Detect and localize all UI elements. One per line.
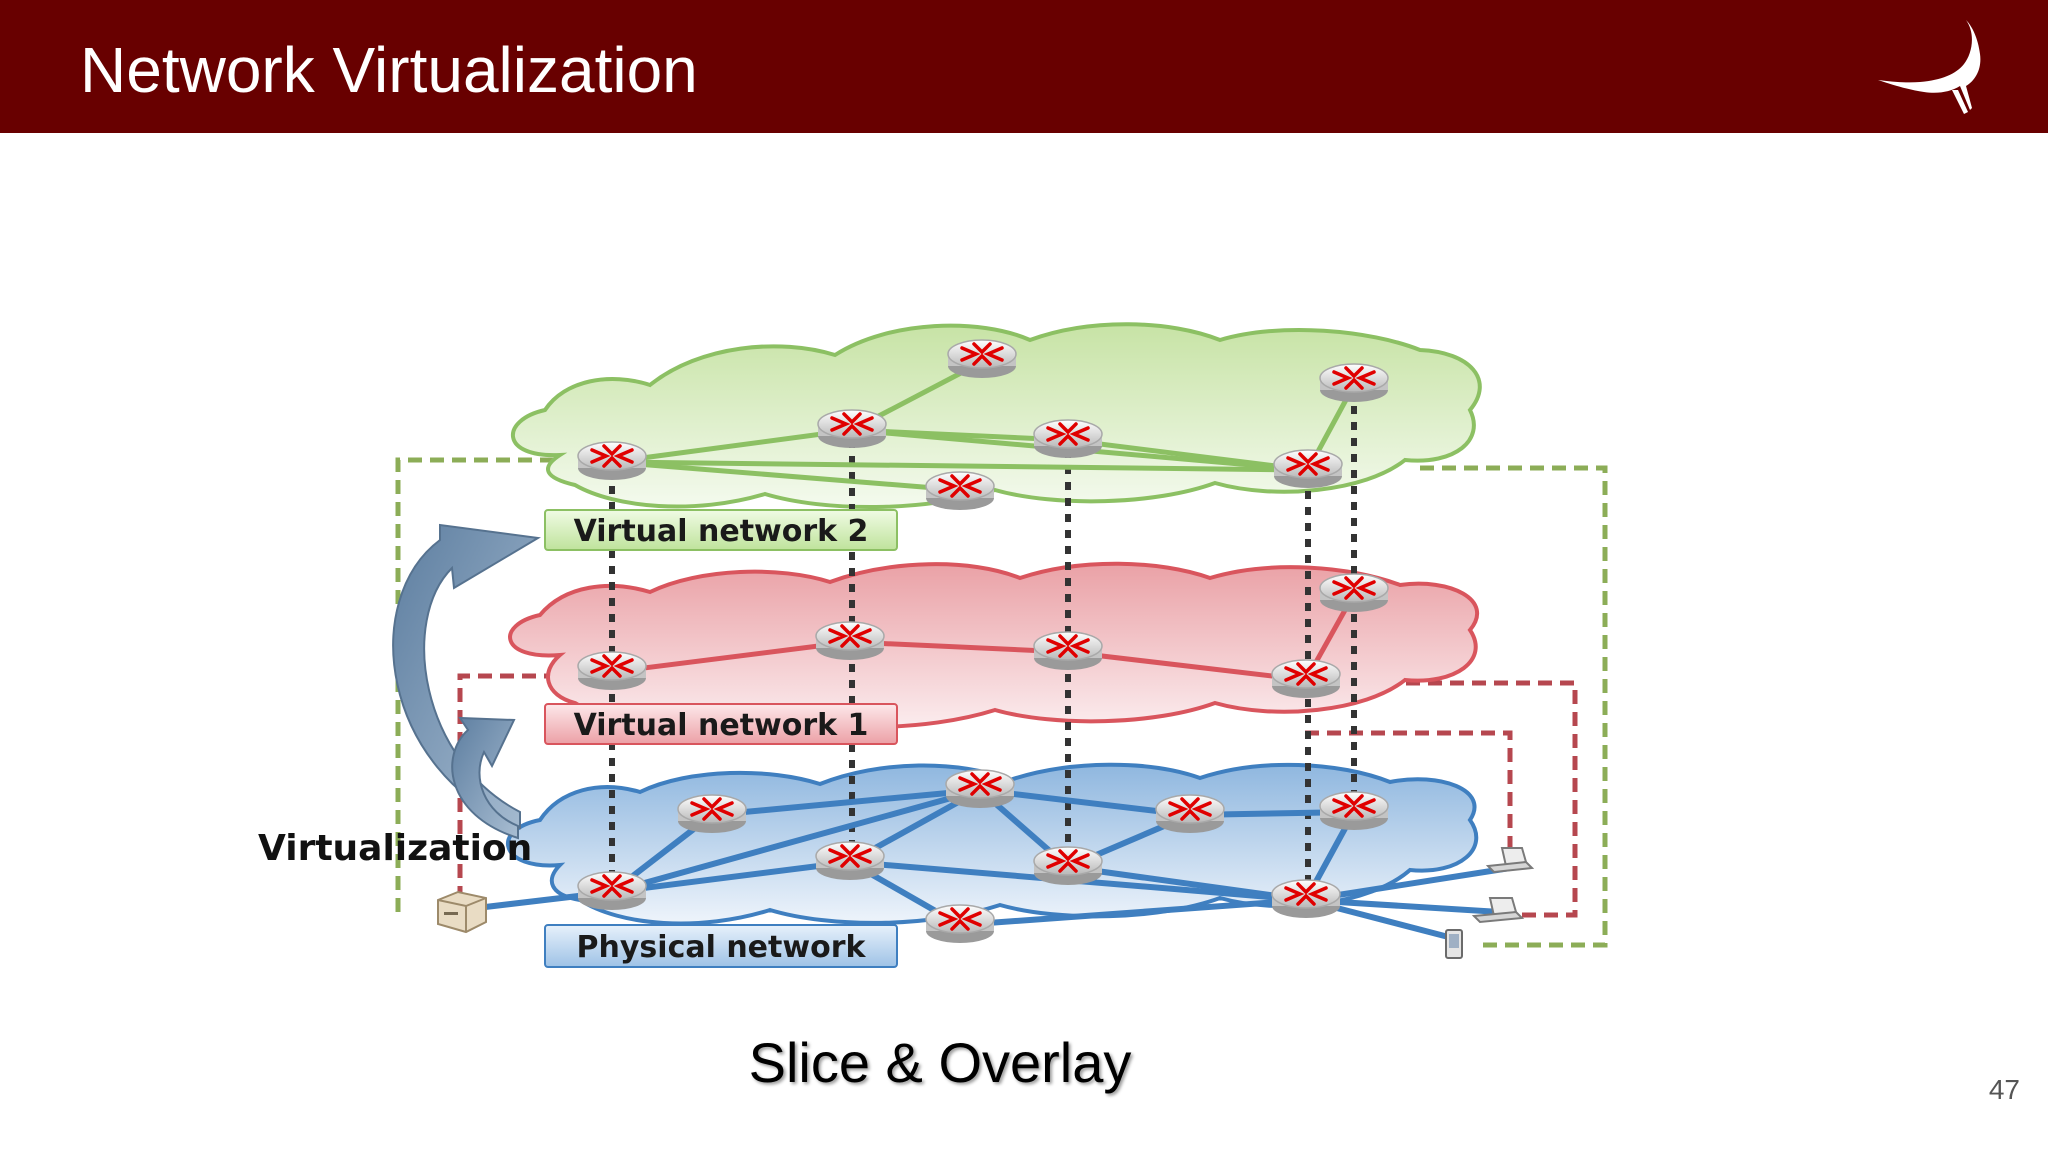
router-icon <box>924 470 996 512</box>
router-icon <box>576 870 648 912</box>
router-icon <box>1318 572 1390 614</box>
router-icon <box>1272 448 1344 490</box>
router-icon <box>1318 362 1390 404</box>
router-icon <box>946 338 1018 380</box>
router-icon <box>1270 658 1342 700</box>
laptop-icon-2 <box>1471 897 1525 924</box>
router-icon <box>814 620 886 662</box>
laptop-icon <box>1485 847 1535 874</box>
physical-network-label: Physical network <box>544 924 898 968</box>
router-icon <box>1318 790 1390 832</box>
vn1-dashed-inner <box>1305 730 1513 865</box>
router-icon <box>1032 418 1104 460</box>
virtualization-label: Virtualization <box>258 828 532 869</box>
slide-title: Network Virtualization <box>80 34 698 106</box>
router-icon <box>816 408 888 450</box>
router-icon <box>576 440 648 482</box>
virtualization-arrow-small-icon <box>451 716 519 840</box>
svg-text:Virtual network 1: Virtual network 1 <box>574 708 869 743</box>
virtualization-arrow-icon <box>392 523 541 830</box>
physical-network-cloud <box>506 762 1479 926</box>
router-icon <box>1154 793 1226 835</box>
svg-text:Virtual network 2: Virtual network 2 <box>574 514 869 549</box>
router-icon <box>944 768 1016 810</box>
vn1-dashed-outline <box>457 673 1578 918</box>
svg-text:Physical network: Physical network <box>577 930 867 965</box>
router-icon <box>1032 845 1104 887</box>
bird-logo-icon <box>1878 20 1981 114</box>
virtual-network-2-label: Virtual network 2 <box>544 509 898 551</box>
router-icon <box>1032 630 1104 672</box>
header-bar: Network Virtualization <box>0 0 2048 133</box>
virtual-network-1-label: Virtual network 1 <box>544 703 898 745</box>
vn2-dashed-outline <box>395 457 1608 948</box>
slide-caption: Slice & Overlay <box>748 1031 1132 1094</box>
page-number: 47 <box>1988 1074 2020 1105</box>
router-icon <box>576 650 648 692</box>
router-icon <box>814 840 886 882</box>
router-icon <box>676 793 748 835</box>
router-icon <box>924 903 996 945</box>
server-icon <box>437 890 487 934</box>
router-icon <box>1270 878 1342 920</box>
phone-icon <box>1445 929 1463 959</box>
